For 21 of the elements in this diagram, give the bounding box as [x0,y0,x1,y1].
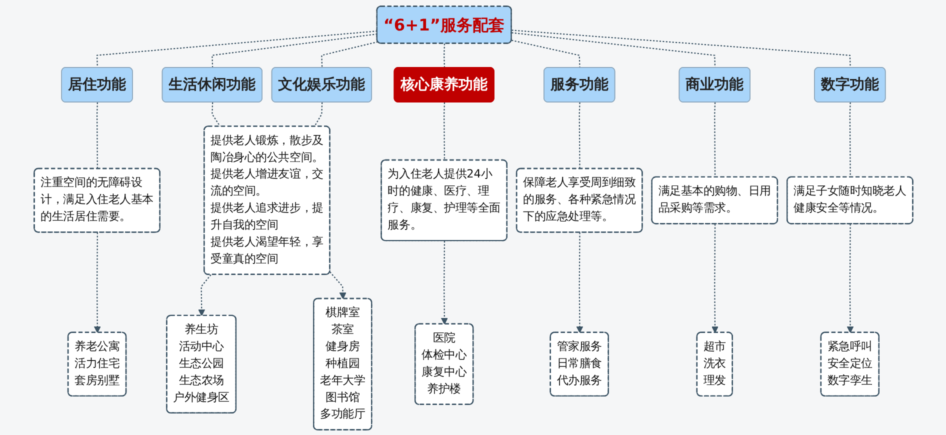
connector [443,102,445,160]
connector [443,43,445,68]
connector [313,102,322,126]
arrow [329,271,346,299]
connector [211,32,377,68]
connector [848,102,850,177]
connector [511,29,850,68]
connector [320,40,378,68]
arrow [198,274,211,316]
connector [714,102,716,177]
arrow [710,224,718,333]
connector [96,102,98,168]
arrow [846,224,854,333]
connector [578,102,580,168]
connector [211,102,220,126]
arrow [93,232,100,333]
arrow [576,232,583,333]
connector [96,30,377,68]
connector [511,39,580,68]
connector [511,32,716,68]
arrow [440,240,448,324]
